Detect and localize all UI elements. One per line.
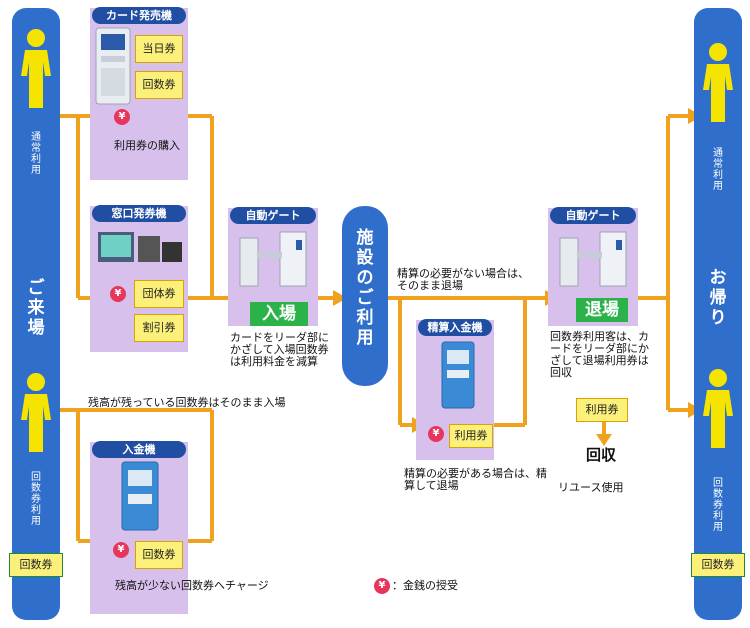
card-machine-note: 利用券の購入	[114, 139, 180, 152]
ticket-use: 利用券	[449, 424, 493, 448]
deposit-machine-icon	[121, 461, 159, 531]
label-normal-use: 通常利用	[31, 132, 41, 176]
yen-icon: ¥	[428, 426, 444, 442]
gate-icon	[239, 231, 307, 287]
label-arrive: ご来場	[27, 278, 45, 338]
facility-label: 施設のご利用	[356, 228, 374, 348]
exit-gate-note: 回数券利用客は、カードをリーダ部にかざして退場利用券は回収	[550, 330, 649, 379]
person-icon	[21, 373, 51, 452]
coupon-badge: 回数券	[9, 553, 63, 577]
settle-note-above: 精算の必要がない場合は、そのまま退場	[397, 267, 529, 292]
ticket-discount: 割引券	[134, 314, 184, 342]
collect-label: 回収	[586, 446, 617, 464]
settle-machine-title: 精算入金機	[418, 319, 492, 336]
label-coupon-use: 回数券利用	[713, 478, 723, 533]
left-column	[12, 8, 60, 620]
label-normal-use: 通常利用	[713, 148, 723, 192]
ticket-machine-icon	[98, 232, 182, 262]
person-icon	[703, 369, 733, 448]
yen-icon: ¥	[110, 286, 126, 302]
legend-text: ：金銭の授受	[392, 579, 458, 592]
settle-note-below: 精算の必要がある場合は、精算して退場	[404, 467, 547, 492]
exit-gate-title: 自動ゲート	[550, 207, 636, 224]
coupon-badge: 回数券	[691, 553, 745, 577]
ticket-use: 利用券	[576, 398, 628, 422]
entry-gate-note: カードをリーダ部にかざして入場回数券は利用料金を減算	[230, 331, 329, 368]
deposit-machine-note: 残高が少ない回数券へチャージ	[115, 579, 269, 592]
yen-icon: ¥	[374, 578, 390, 594]
deposit-machine-title: 入金機	[92, 441, 186, 458]
enter-button: 入場	[250, 302, 308, 326]
ticket-coupon: 回数券	[135, 541, 183, 569]
yen-icon: ¥	[113, 542, 129, 558]
window-machine-title: 窓口発券機	[92, 205, 186, 222]
exit-button: 退場	[576, 298, 628, 322]
ticket-coupon: 回数券	[135, 71, 183, 99]
settle-machine-icon	[441, 341, 475, 409]
card-machine-title: カード発売機	[92, 7, 186, 24]
person-icon	[703, 43, 733, 122]
facility-pill	[342, 206, 388, 386]
ticket-group: 団体券	[134, 280, 184, 308]
ticket-machine-icon	[95, 27, 131, 105]
gate-icon	[559, 231, 627, 287]
remaining-note: 残高が残っている回数券はそのまま入場	[88, 396, 286, 409]
reuse-label: リユース使用	[558, 481, 624, 494]
entry-gate-title: 自動ゲート	[230, 207, 316, 224]
label-return: お帰り	[709, 268, 727, 328]
ticket-same-day: 当日券	[135, 35, 183, 63]
yen-icon: ¥	[114, 109, 130, 125]
person-icon	[21, 29, 51, 108]
label-coupon-use: 回数券利用	[31, 472, 41, 527]
